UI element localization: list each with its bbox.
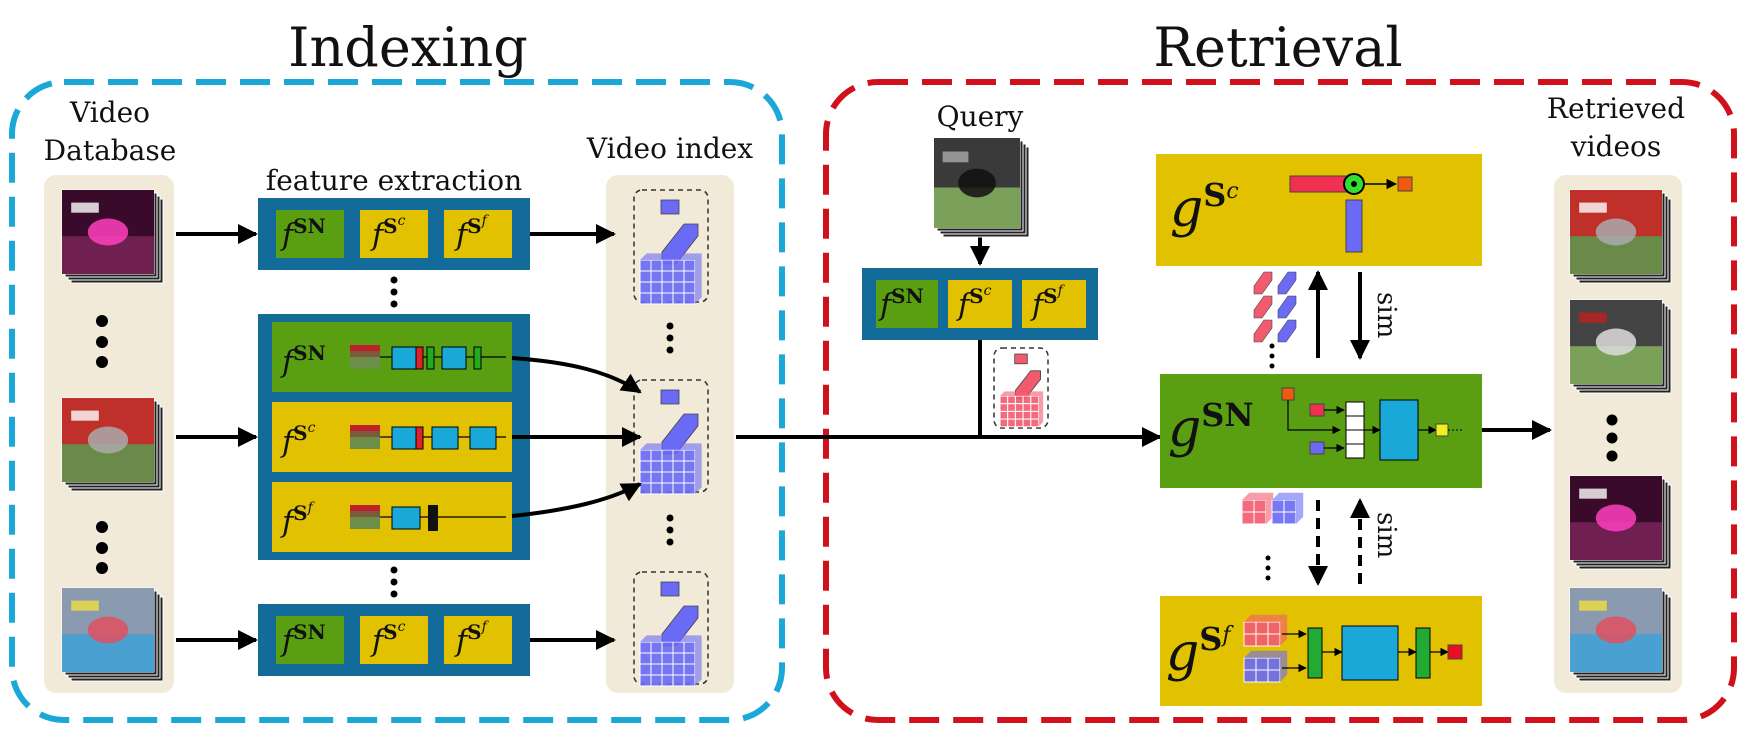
retrieval-section-border — [823, 79, 1737, 723]
detailed-sc-input-thumb — [350, 425, 380, 449]
video-database-label-line2: Database — [44, 134, 177, 167]
indexing-arrows — [176, 224, 642, 650]
retrieved-videos-label-line1: Retrieved — [1547, 92, 1685, 125]
retrieved-video-2 — [1569, 299, 1672, 394]
database-video-3 — [61, 587, 164, 682]
video-database-ellipsis-2 — [96, 521, 108, 574]
detailed-f-sc-label: fSc — [280, 420, 316, 460]
video-index-ellipsis-2 — [666, 514, 674, 546]
sim-blue-block — [1271, 492, 1304, 525]
video-database-ellipsis-1 — [96, 315, 108, 368]
query-feature — [999, 353, 1044, 428]
detailed-sn-input-thumb — [350, 345, 380, 369]
video-index-label: Video index — [586, 132, 753, 165]
video-index-entry-2 — [639, 389, 702, 495]
extractor-group-bottom-f-sc-label: fSc — [370, 619, 406, 659]
query-video — [933, 137, 1030, 238]
g-sf-red-input — [1243, 614, 1288, 647]
sim-red-block — [1241, 492, 1274, 525]
sim-label-bottom: sim — [1371, 512, 1401, 558]
video-index-entry-1 — [639, 199, 702, 305]
retrieval-title: Retrieval — [1153, 16, 1402, 79]
video-index-ellipsis-1 — [666, 322, 674, 354]
indexing-section-border — [9, 79, 785, 723]
extractor-group-top-f-sn-label: fSN — [280, 214, 326, 253]
extractor-ellipsis-bottom — [390, 566, 398, 598]
retrieved-video-3 — [1569, 475, 1672, 570]
video-index-entry-3-block — [639, 635, 702, 687]
video-database-label-line1: Video — [69, 96, 150, 129]
database-video-1 — [61, 189, 164, 284]
feature-extraction-label: feature extraction — [266, 164, 522, 197]
extractor-group-top-f-sc-label: fSc — [370, 213, 406, 253]
g-sc-label: gSc — [1170, 176, 1239, 239]
retrieved-videos-ellipsis — [1606, 414, 1618, 462]
sim-feature-pairs — [1241, 271, 1304, 581]
g-sn-label: gSN — [1168, 396, 1254, 459]
video-index-entry-1-block — [639, 253, 702, 305]
database-video-2 — [61, 397, 164, 492]
extractor-ellipsis-top — [390, 276, 398, 308]
video-index-entry-2-block — [639, 443, 702, 495]
similarity-net-sn: gSN — [1160, 374, 1482, 488]
detailed-sf-input-thumb — [350, 505, 380, 529]
retrieved-video-4 — [1569, 587, 1672, 682]
retrieved-video-1 — [1569, 189, 1672, 284]
query-label: Query — [937, 100, 1024, 133]
retrieved-videos-label-line2: videos — [1570, 130, 1662, 163]
video-index-entry-3 — [639, 581, 702, 687]
similarity-net-sc: gSc — [1156, 154, 1482, 266]
sim-label-top: sim — [1371, 292, 1401, 338]
sim-arrows — [1308, 270, 1370, 586]
query-feature-box — [993, 347, 1049, 429]
query-feature-block — [999, 391, 1044, 428]
g-sf-label: gSf — [1166, 620, 1234, 683]
indexing-title: Indexing — [288, 16, 528, 79]
g-sf-blue-input — [1243, 650, 1288, 683]
similarity-net-sf: gSf — [1160, 596, 1482, 706]
